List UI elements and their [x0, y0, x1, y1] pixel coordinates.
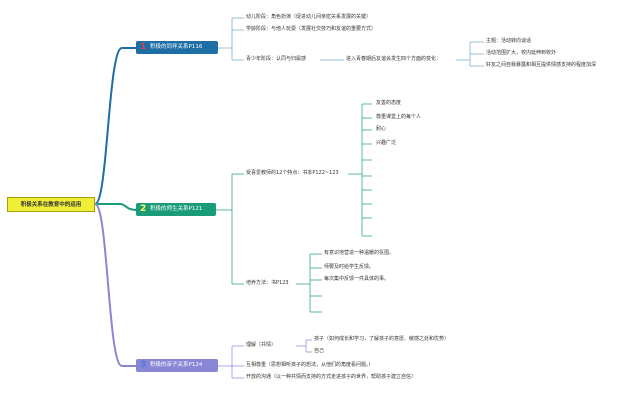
branch-label: 积极的亲子关系P124	[150, 362, 203, 368]
node-method-atmosphere[interactable]: 有意识地营造一种温暖的氛围。	[324, 250, 395, 256]
node-change-topic[interactable]: 主题：活动转向谈话	[486, 38, 532, 44]
node-understand-self[interactable]: 自己	[314, 348, 325, 354]
branch-number-2: 2	[140, 204, 147, 214]
node-understand-child[interactable]: 孩子（如何成长和学习，了解孩子的意愿、敏感之处和优势）	[314, 336, 450, 342]
branch-number-1: 1	[140, 42, 147, 52]
node-understanding[interactable]: 理解（共情）	[246, 342, 277, 348]
node-method-feedback[interactable]: 师要及时给学生反馈。	[324, 264, 375, 270]
node-trait-respect[interactable]: 尊重课堂上的每个人	[376, 114, 422, 120]
node-adolescent-stage[interactable]: 青少年阶段：认同与归属感	[246, 56, 307, 62]
node-teacher-traits[interactable]: 受喜爱教师的12个特点：书本P122~123	[246, 170, 339, 176]
branch-teacher-student-relations[interactable]: 2 积极的师生关系P121	[136, 203, 216, 216]
node-method-focus[interactable]: 每次集中反馈一件具体的事。	[324, 276, 390, 282]
node-trait-interests[interactable]: 兴趣广泛	[376, 140, 397, 146]
node-change-scope[interactable]: 活动范围扩大，校内延伸到校外	[486, 50, 557, 56]
branch-peer-relations[interactable]: 1 积极的同伴关系P116	[136, 41, 218, 54]
node-trait-friendly[interactable]: 友善的态度	[376, 100, 402, 106]
node-childhood-stage[interactable]: 幼儿阶段：角色扮演（促进幼儿间亲密关系发展的关键）	[246, 14, 372, 20]
node-school-age-stage[interactable]: 学龄阶段：与他人玩耍（发展社交技巧和友谊的重要方式）	[246, 26, 377, 32]
root-topic[interactable]: 积极关系在教育中的运用	[7, 197, 95, 212]
node-cultivation-methods[interactable]: 培养方法：书P123	[246, 280, 289, 286]
branch-label: 积极的师生关系P121	[150, 206, 203, 212]
branch-number-3: 3	[140, 360, 147, 370]
branch-label: 积极的同伴关系P116	[150, 44, 203, 50]
node-friendship-changes[interactable]: 进入青春期后友谊会发生四个方面的变化：	[346, 56, 442, 62]
node-trait-patience[interactable]: 耐心	[376, 126, 387, 132]
node-change-disclosure[interactable]: 好友之间自我暴露和相互提供情感支持的程度加深	[486, 62, 597, 68]
node-open-communication[interactable]: 开放的沟通（以一种共情而支持的方式走进孩子的世界，帮助孩子建立自信）	[246, 374, 417, 380]
node-mutual-respect[interactable]: 互相尊重（思想相听孩子的想法，从他们的角度看问题。）	[246, 362, 374, 368]
branch-parent-child-relations[interactable]: 3 积极的亲子关系P124	[136, 359, 218, 372]
